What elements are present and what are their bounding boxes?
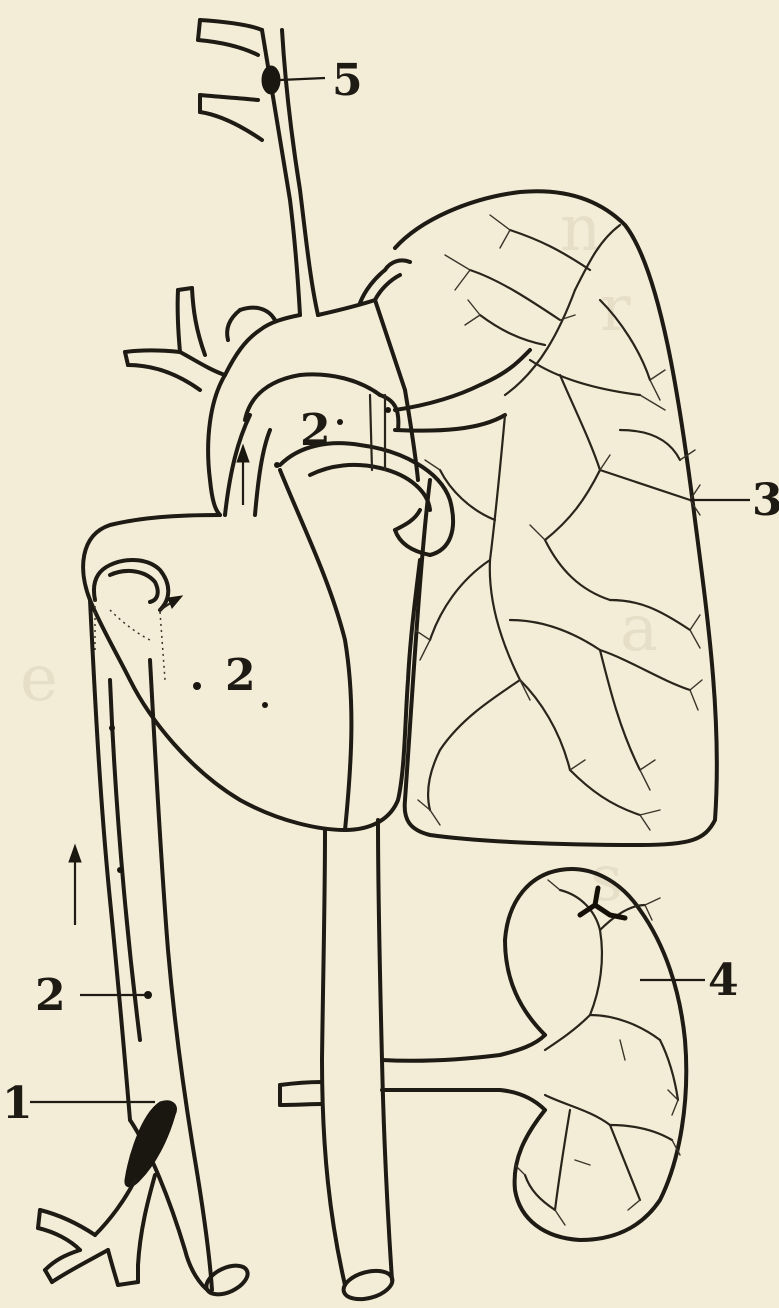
tissue-capillary-plug — [125, 1101, 177, 1187]
flow-arrow-head-vein — [69, 845, 81, 862]
label-3: 3 — [752, 475, 779, 526]
particle — [144, 991, 152, 999]
label-2-lower-left: 2 — [35, 970, 66, 1021]
particle — [117, 867, 123, 873]
label-2-atrium: 2 — [225, 650, 256, 701]
aorta-lower-opening — [340, 1266, 395, 1304]
particle — [109, 725, 115, 731]
svg-text:e: e — [20, 642, 58, 716]
svg-text:r: r — [600, 272, 631, 346]
great-vessels — [208, 374, 453, 555]
kidney — [505, 869, 686, 1240]
head-capillary-plug — [262, 66, 280, 94]
lower-vessels — [38, 600, 545, 1304]
label-4: 4 — [708, 955, 739, 1006]
label-5: 5 — [332, 55, 363, 106]
vessels-to-head — [125, 20, 410, 390]
lung — [395, 191, 717, 845]
particle — [385, 407, 391, 413]
particle — [274, 462, 280, 468]
particle — [262, 702, 268, 708]
particle — [193, 682, 201, 690]
particle — [337, 419, 343, 425]
label-1: 1 — [2, 1078, 33, 1129]
label-2-arch: 2 — [300, 405, 331, 456]
flow-arrow-head-flap — [168, 596, 182, 608]
